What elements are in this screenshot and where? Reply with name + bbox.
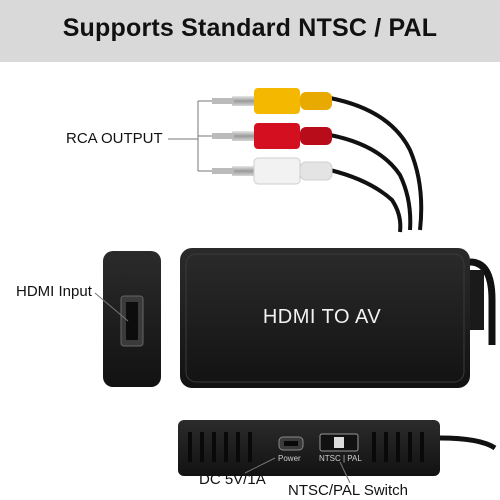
hdmi-input-label: HDMI Input (16, 283, 92, 300)
title-banner: Supports Standard NTSC / PAL (0, 0, 500, 62)
switch-label: NTSC/PAL Switch (288, 482, 409, 499)
converter-box (180, 248, 496, 388)
hdmi-input-side (94, 251, 161, 387)
device-name: HDMI TO AV (262, 306, 382, 328)
rca-plug-white (212, 157, 333, 185)
dc-power-label: DC 5V/1A (199, 471, 266, 488)
rca-plug-red (212, 123, 332, 149)
port-panel (178, 420, 497, 484)
rca-output-label: RCA OUTPUT (66, 130, 163, 147)
rca-bracket (168, 100, 212, 172)
rca-cable-group (212, 88, 424, 233)
ntsc-pal-port-label: NTSC | PAL (319, 454, 362, 463)
power-port-label: Power (278, 454, 301, 463)
rca-plug-yellow (212, 88, 332, 114)
banner-title: Supports Standard NTSC / PAL (62, 14, 438, 42)
